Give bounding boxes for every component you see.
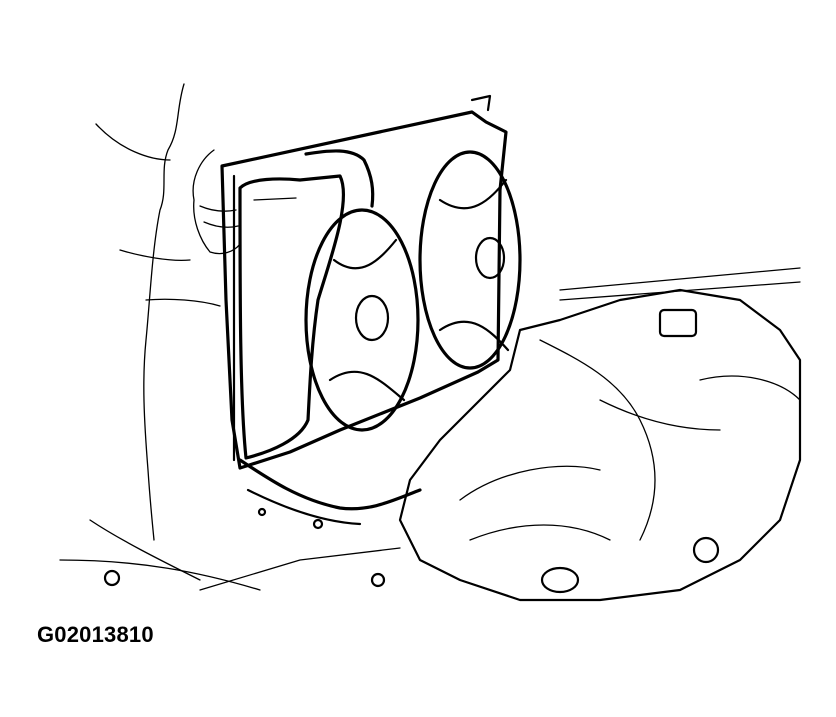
engine-block — [398, 267, 802, 602]
engine-bay-floor — [59, 519, 401, 591]
figure-id-label: G02013810 — [37, 622, 154, 647]
radiator-core — [220, 94, 508, 470]
right-fan — [418, 150, 522, 370]
upper-hose — [304, 149, 375, 208]
coolant-reservoir — [238, 174, 345, 460]
left-fan — [304, 208, 420, 432]
person-outline — [95, 83, 221, 541]
lower-hose — [238, 458, 422, 530]
